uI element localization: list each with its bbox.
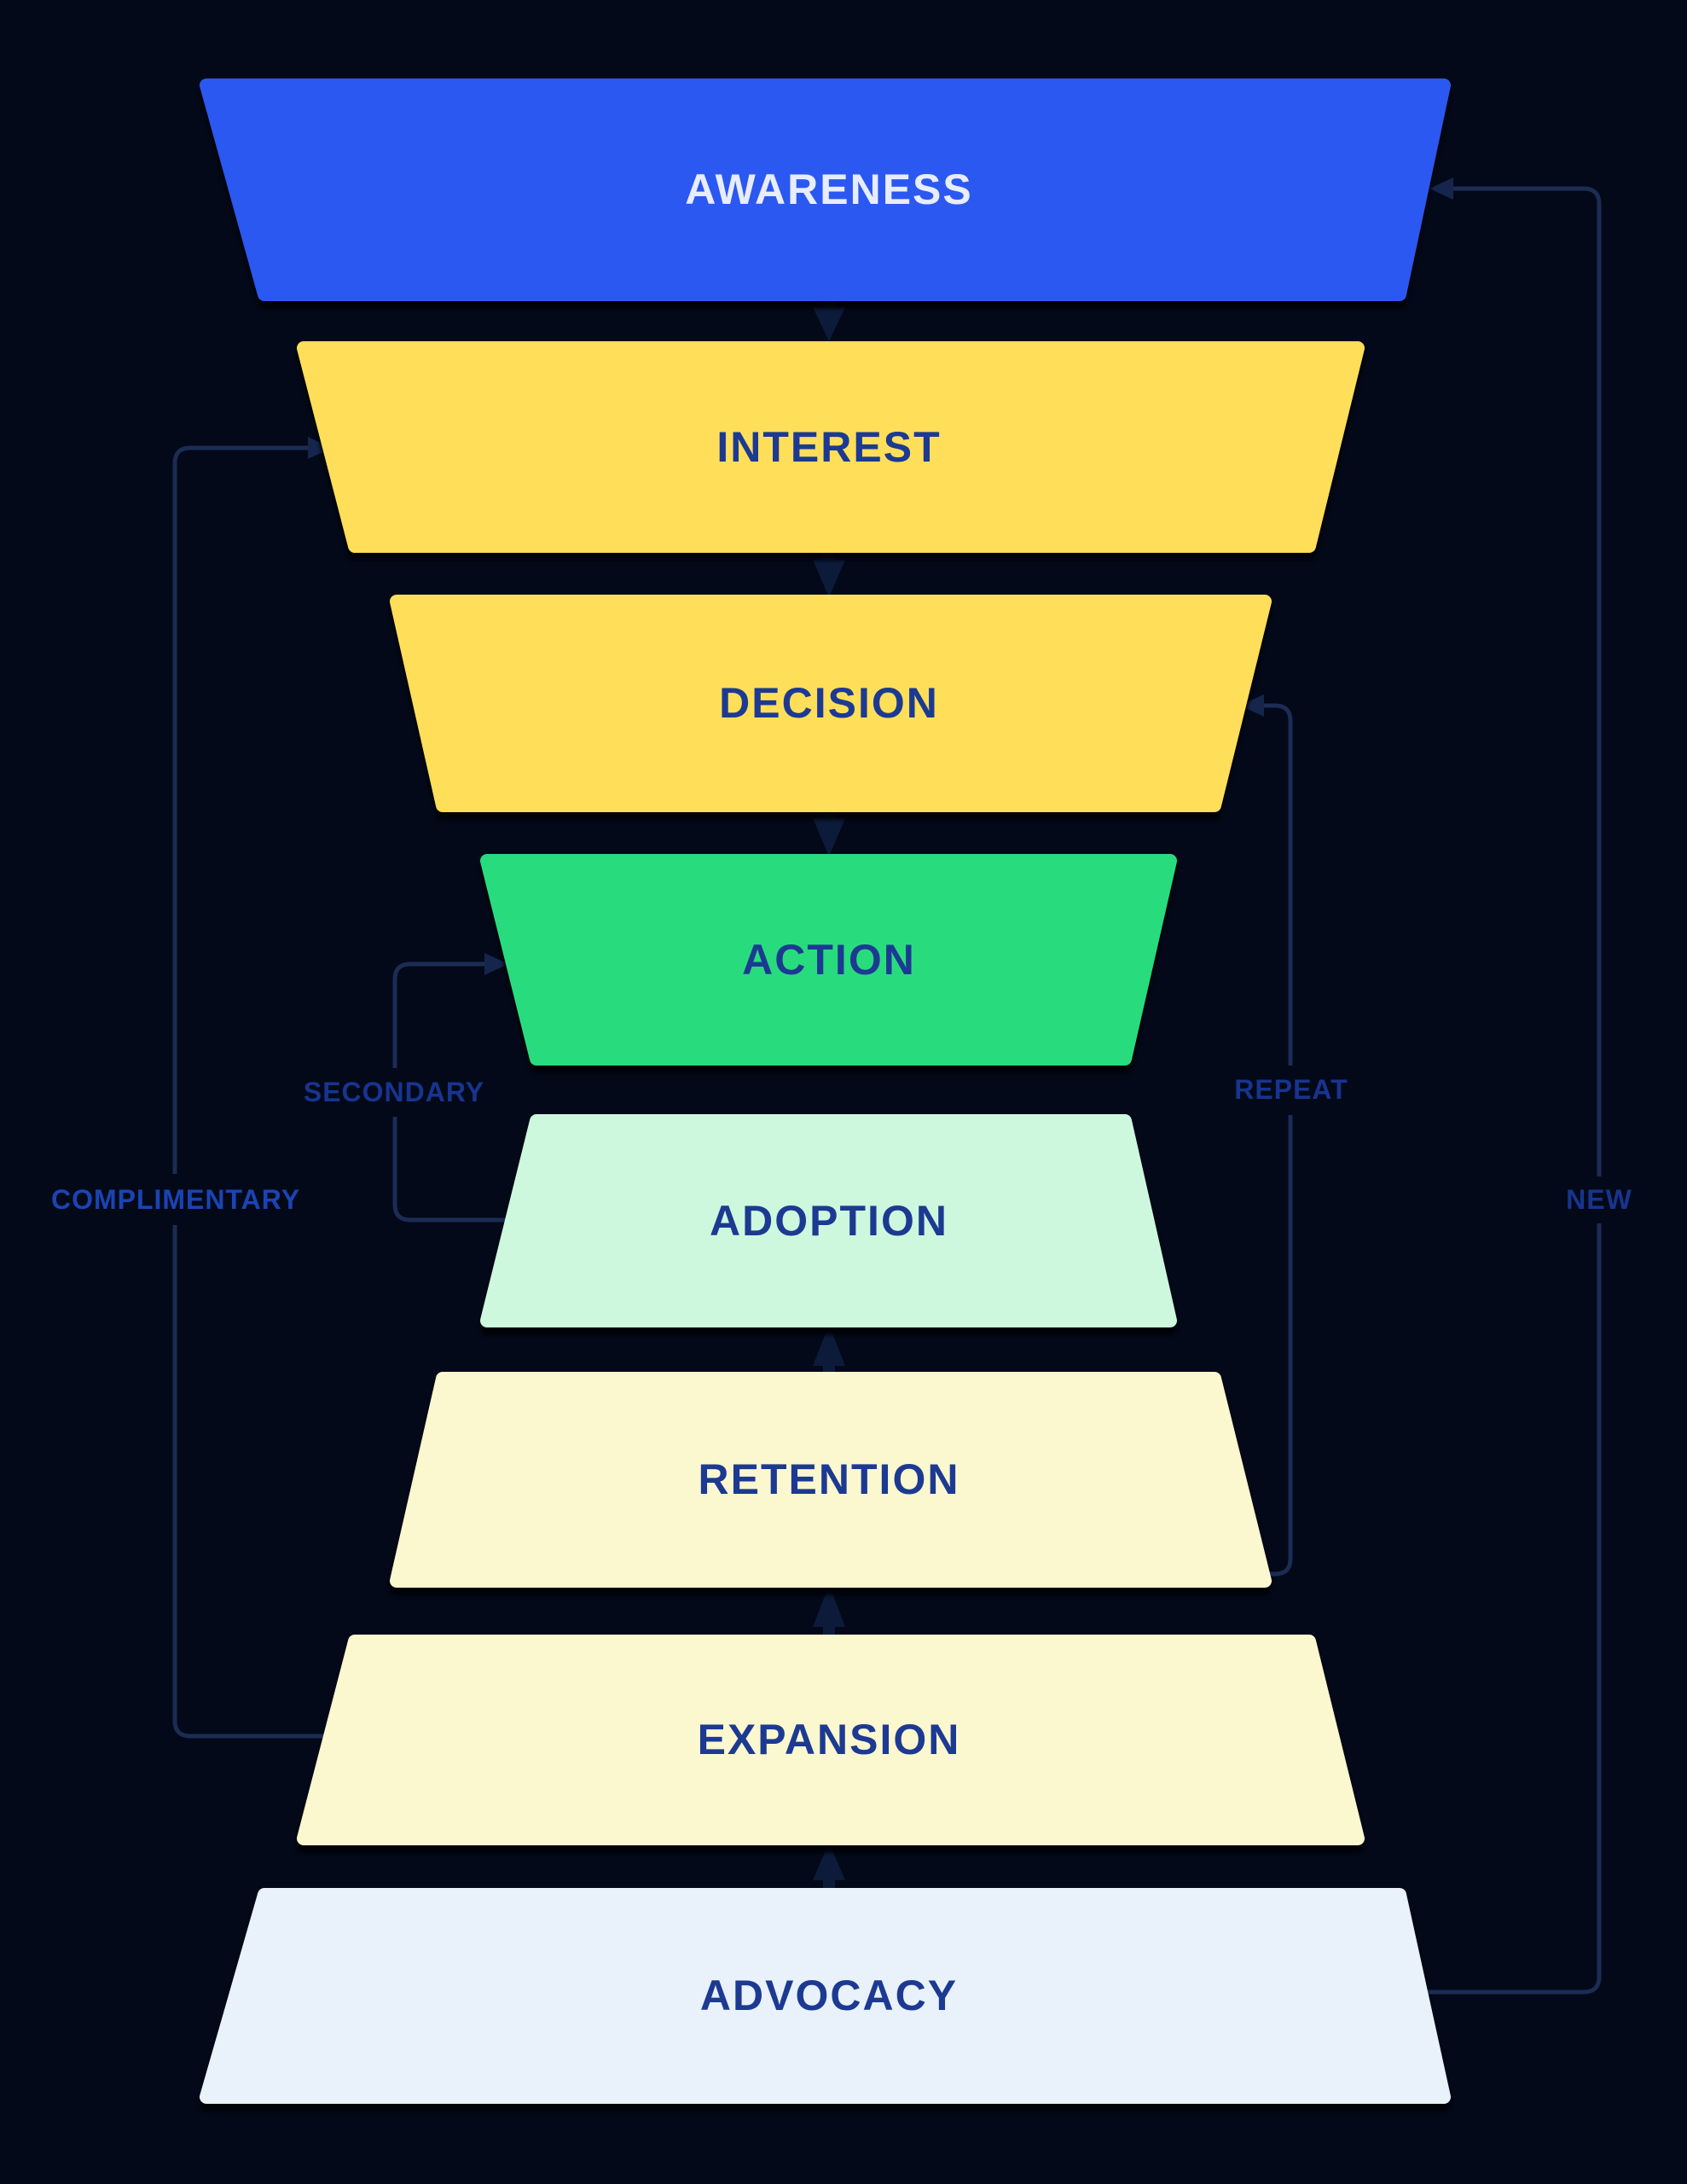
loop-complimentary-arrowhead-icon	[308, 437, 332, 459]
stage-retention: RETENTION	[390, 1372, 1272, 1588]
up-arrow-retention-adoption-icon	[813, 1325, 845, 1376]
stage-label-expansion: EXPANSION	[698, 1716, 961, 1763]
loop-complimentary-label: COMPLIMENTARY	[51, 1184, 300, 1215]
stage-expansion: EXPANSION	[297, 1635, 1365, 1845]
up-arrow-advocacy-expansion-icon	[813, 1843, 845, 1891]
stage-shape-decision	[390, 595, 1272, 812]
stage-label-adoption: ADOPTION	[710, 1197, 948, 1245]
stage-shape-adoption	[480, 1114, 1177, 1327]
loop-complimentary-line	[172, 445, 330, 1739]
stage-label-action: ACTION	[742, 936, 916, 984]
loop-new: NEW	[1421, 177, 1632, 1995]
stage-shape-awareness	[200, 78, 1451, 301]
loop-secondary-arrowhead-icon	[484, 953, 508, 975]
stage-shape-advocacy	[200, 1888, 1451, 2104]
stage-adoption: ADOPTION	[480, 1114, 1177, 1327]
loop-complimentary: COMPLIMENTARY	[51, 437, 332, 1739]
loop-repeat: REPEAT	[1234, 694, 1348, 1577]
down-arrow-decision-action-icon	[813, 808, 845, 857]
stage-label-retention: RETENTION	[699, 1455, 960, 1503]
down-arrow-interest-decision-icon	[813, 549, 845, 597]
flow-arrows	[813, 297, 845, 1891]
stage-shape-expansion	[297, 1635, 1365, 1845]
stage-label-decision: DECISION	[719, 679, 939, 727]
loop-new-label: NEW	[1566, 1184, 1632, 1215]
loop-secondary: SECONDARY	[304, 953, 512, 1223]
up-arrow-expansion-retention-icon	[813, 1585, 845, 1637]
stage-awareness: AWARENESS	[200, 78, 1451, 301]
stage-advocacy: ADVOCACY	[200, 1888, 1451, 2104]
down-arrow-awareness-interest-icon	[813, 297, 845, 341]
loop-secondary-line	[392, 961, 512, 1223]
stage-shape-action	[480, 854, 1177, 1066]
loop-new-line	[1421, 186, 1602, 1995]
loop-repeat-arrowhead-icon	[1240, 694, 1264, 717]
stage-label-interest: INTEREST	[716, 423, 941, 471]
stage-decision: DECISION	[390, 595, 1272, 812]
loop-repeat-label: REPEAT	[1234, 1074, 1348, 1105]
loop-new-arrowhead-icon	[1429, 177, 1453, 200]
stages: AWARENESS INTEREST DECISION ACTION ADOPT…	[200, 78, 1451, 2104]
stage-shape-interest	[297, 341, 1365, 553]
stage-label-advocacy: ADVOCACY	[700, 1972, 958, 2019]
loop-repeat-line	[1261, 703, 1293, 1577]
stage-shape-retention	[390, 1372, 1272, 1588]
stage-action: ACTION	[480, 854, 1177, 1066]
loop-secondary-label: SECONDARY	[304, 1077, 484, 1107]
stage-label-awareness: AWARENESS	[685, 166, 973, 213]
stage-interest: INTEREST	[297, 341, 1365, 553]
